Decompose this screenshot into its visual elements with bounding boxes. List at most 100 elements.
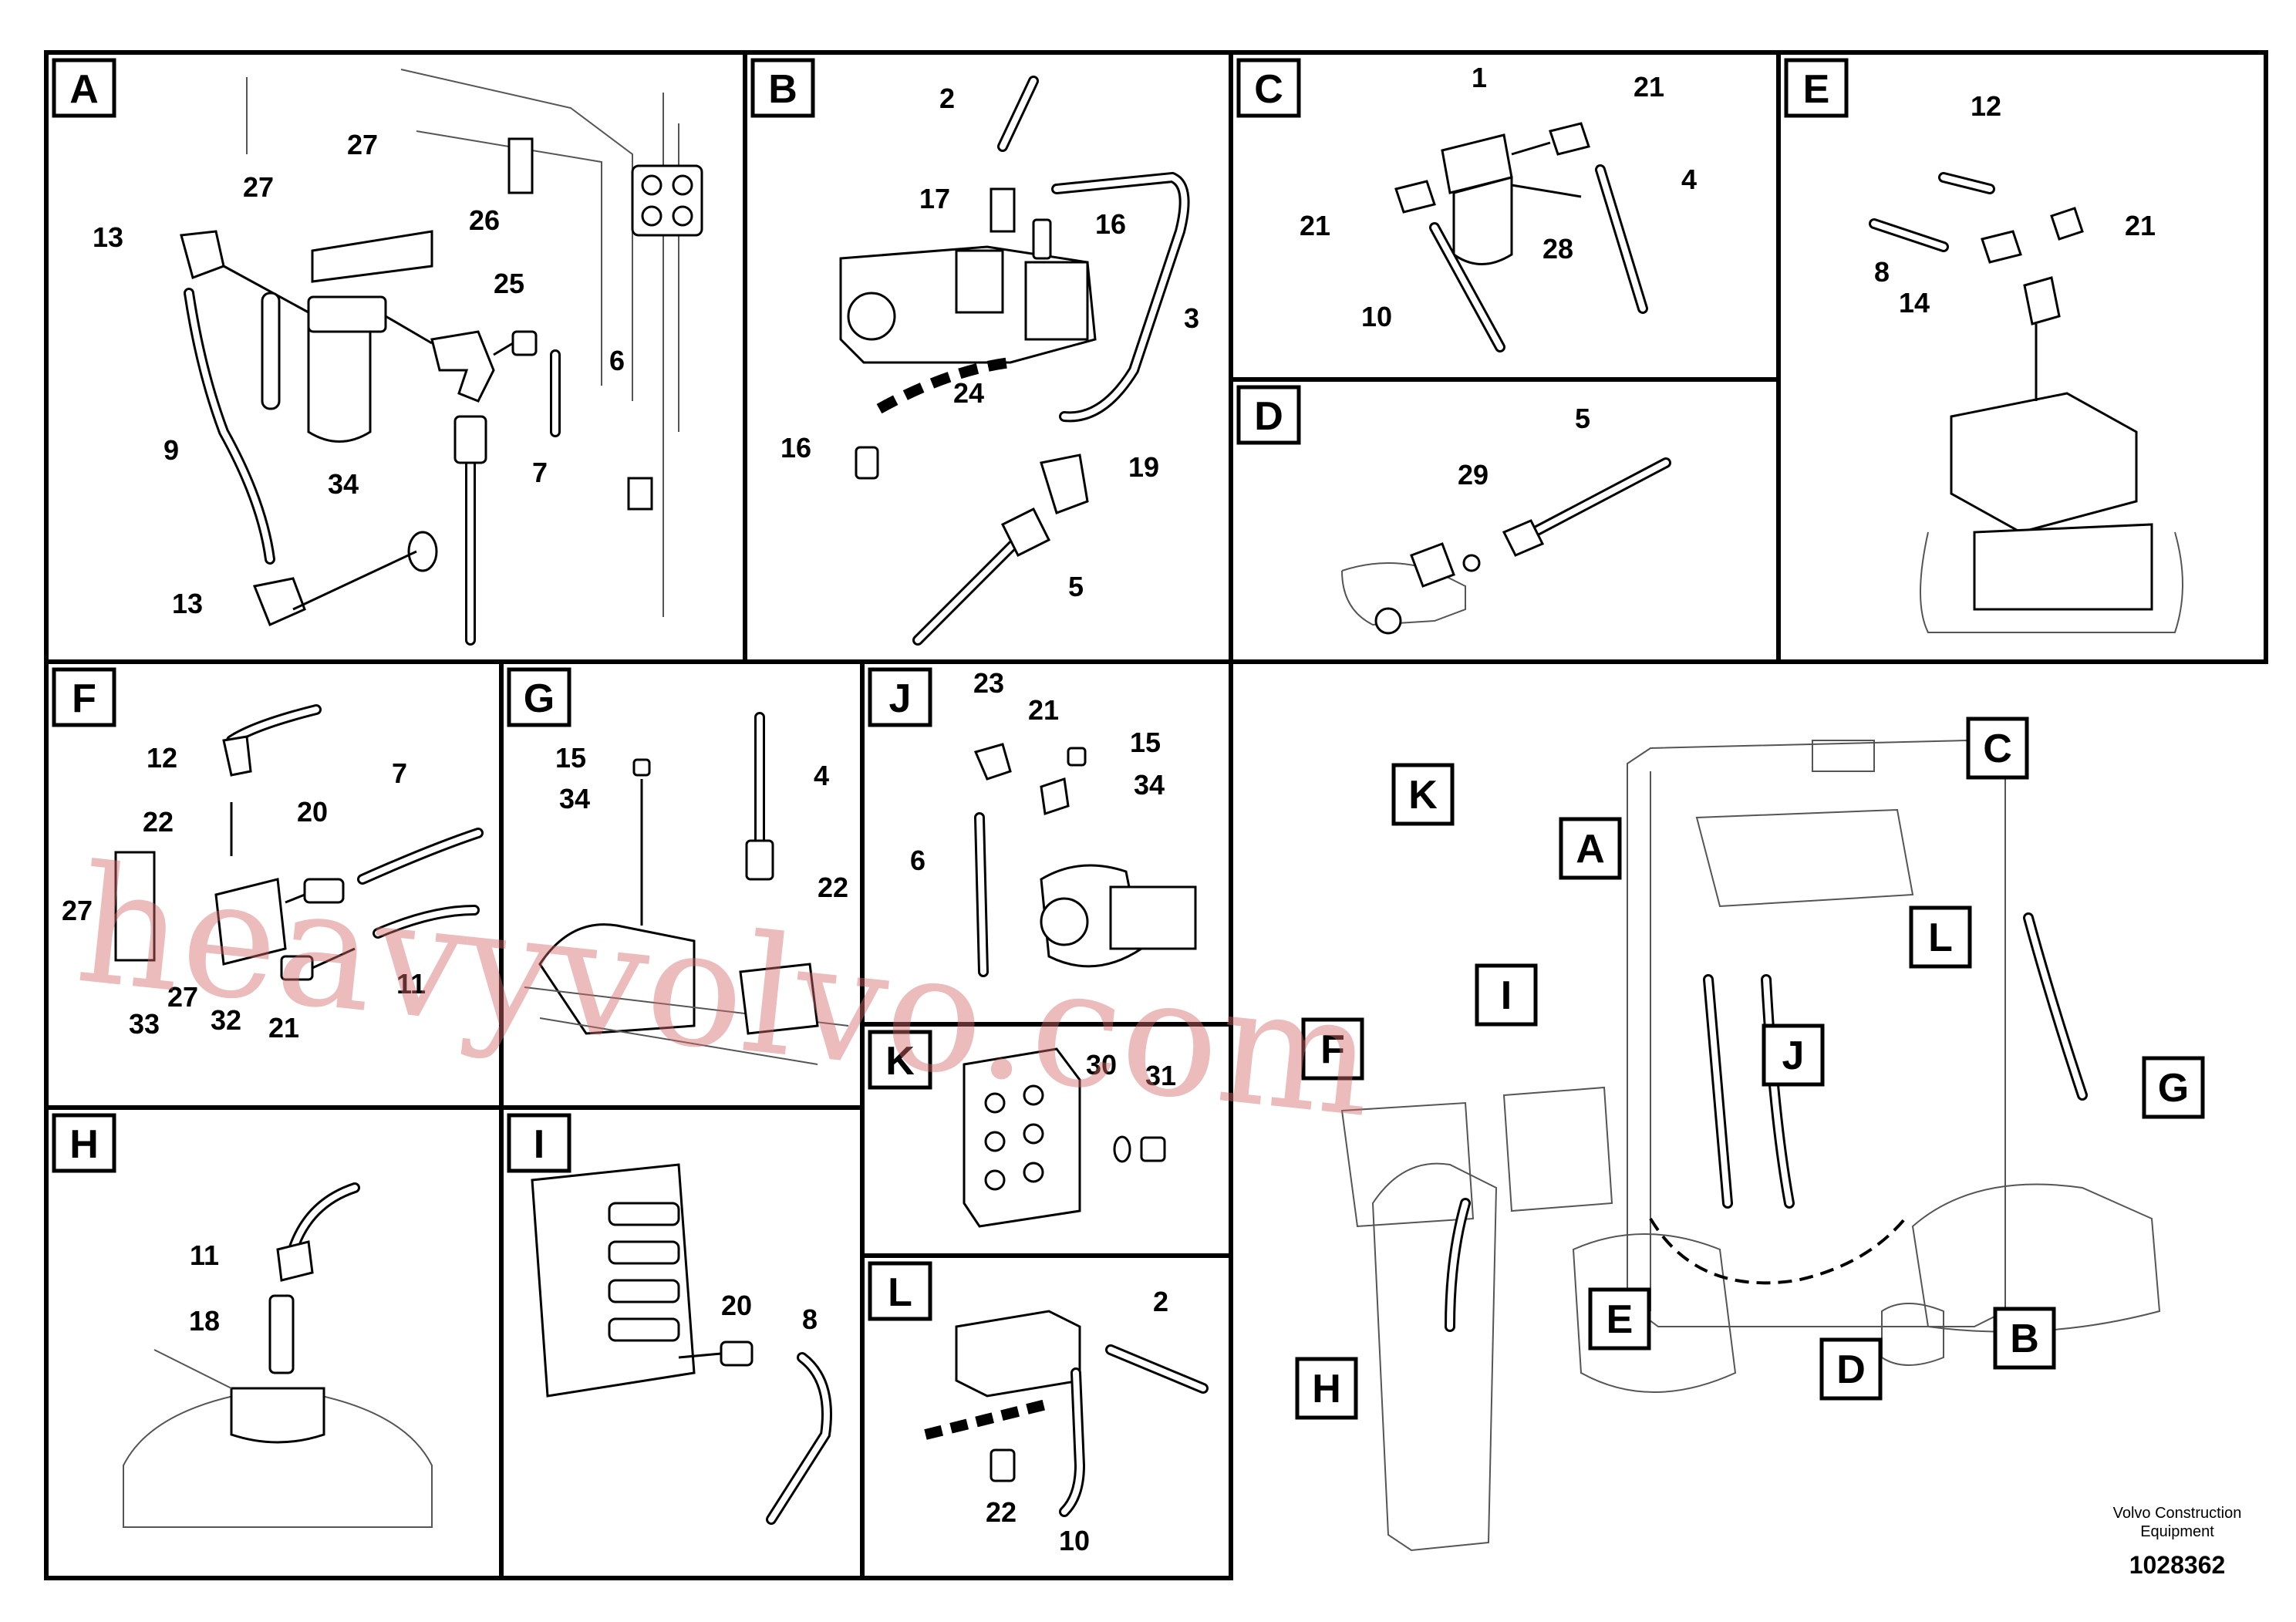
overview-label-i: I	[1475, 963, 1538, 1027]
callout-number: 23	[973, 667, 1004, 699]
overview-label-letter: L	[1928, 916, 1953, 960]
panel-a: A	[44, 50, 747, 664]
overview-label-box	[1588, 1287, 1651, 1351]
callout-number: 30	[1086, 1049, 1117, 1081]
panel-i: I	[499, 1105, 865, 1580]
panel-j: J	[860, 659, 1233, 1027]
callout-number: 7	[392, 757, 407, 789]
callout-number: 21	[1028, 694, 1059, 726]
callout-number: 16	[781, 432, 811, 464]
overview-label-box	[1295, 1357, 1358, 1420]
panel-letter: I	[534, 1122, 544, 1167]
panel-h-artwork	[123, 1182, 433, 1528]
callout-number: 25	[494, 268, 524, 299]
panel-letter: A	[69, 67, 99, 112]
callout-number: 17	[919, 183, 950, 214]
brand-line-2: Equipment	[2140, 1523, 2214, 1540]
callout-number: 22	[986, 1496, 1017, 1528]
callout-number: 2	[939, 83, 955, 114]
overview-label-letter: F	[1320, 1027, 1345, 1072]
panel-d: D	[1229, 377, 1781, 664]
panel-letter-box	[507, 1113, 571, 1173]
panel-d-artwork	[1341, 457, 1671, 635]
callout-number: 9	[164, 434, 179, 466]
callout-number: 4	[1681, 164, 1697, 195]
overview-label-letter: G	[2158, 1066, 2189, 1111]
overview-label-box	[1966, 717, 2029, 780]
overview-label-box	[1475, 963, 1538, 1027]
callout-number: 13	[93, 221, 123, 253]
overview-label-h: H	[1295, 1357, 1358, 1420]
document-number: 1028362	[2129, 1551, 2226, 1579]
overview-label-letter: B	[2010, 1317, 2039, 1361]
panel-letter-box	[750, 58, 815, 118]
callout-number: 15	[555, 742, 586, 774]
callout-number: 21	[1300, 210, 1330, 241]
callout-number: 10	[1059, 1525, 1090, 1556]
panel-e: E	[1776, 50, 2268, 664]
callout-number: 1	[1472, 62, 1487, 93]
panel-e-artwork	[1869, 172, 2183, 633]
callout-number: 20	[721, 1290, 752, 1321]
callout-number: 33	[129, 1008, 160, 1040]
callout-number: 6	[609, 345, 625, 376]
callout-number: 8	[802, 1303, 818, 1335]
panel-b-artwork	[839, 76, 1190, 646]
callout-number: 2	[1153, 1286, 1168, 1317]
overview-label-e: E	[1588, 1287, 1651, 1351]
panel-a-artwork	[180, 69, 703, 646]
callout-number: 29	[1458, 459, 1489, 491]
callout-number: 11	[190, 1239, 219, 1271]
callout-number: 11	[396, 968, 426, 1000]
callout-number: 15	[1130, 727, 1161, 758]
overview-label-letter: K	[1408, 773, 1438, 818]
overview-label-letter: A	[1576, 827, 1605, 872]
panel-letter: B	[768, 67, 797, 112]
panel-letter-box	[868, 667, 932, 727]
callout-number: 21	[2125, 210, 2156, 241]
callout-number: 4	[814, 760, 829, 791]
callout-number: 18	[189, 1305, 220, 1337]
callout-number: 8	[1874, 256, 1890, 288]
overview-letter-boxes: K A C L I F J G E B D H	[1295, 717, 2205, 1420]
callout-number: 21	[268, 1012, 299, 1044]
overview-label-letter: J	[1782, 1034, 1805, 1078]
callout-number: 27	[347, 129, 378, 160]
overview-label-box	[1762, 1023, 1825, 1087]
callout-number: 6	[910, 845, 925, 876]
callout-number: 5	[1575, 403, 1590, 434]
callout-number: 22	[143, 806, 174, 838]
callout-number: 12	[1971, 90, 2001, 122]
overview-artwork	[1340, 739, 2161, 1552]
callout-number: 28	[1542, 233, 1573, 265]
panel-j-artwork	[973, 743, 1197, 977]
watermark-text: heavyvolvo.com	[69, 830, 1382, 1154]
callout-number: 26	[469, 204, 500, 236]
panel-letter: G	[524, 676, 555, 721]
brand-line-1: Volvo Construction	[2113, 1505, 2242, 1522]
panel-k-artwork	[963, 1047, 1166, 1228]
panel-letter: C	[1254, 67, 1283, 112]
panel-letter-box	[868, 1261, 932, 1321]
callout-number: 24	[953, 377, 984, 409]
callout-number: 19	[1128, 451, 1159, 483]
panel-letter-box	[52, 1113, 116, 1173]
panel-letter: E	[1803, 67, 1830, 112]
overview-label-c: C	[1966, 717, 2029, 780]
overview-label-box	[1819, 1337, 1883, 1401]
panel-frames: A B C D E F G J K L H I	[44, 50, 2268, 1580]
overview-label-letter: H	[1312, 1367, 1341, 1411]
overview-label-b: B	[1993, 1307, 2056, 1370]
callout-number: 13	[172, 588, 203, 619]
overview-label-a: A	[1559, 817, 1622, 880]
overview-label-d: D	[1819, 1337, 1883, 1401]
overview-label-l: L	[1909, 905, 1972, 969]
panel-l-artwork	[924, 1310, 1209, 1517]
callout-number: 10	[1361, 301, 1392, 332]
panel-border	[1776, 50, 2268, 664]
panel-letter-box	[507, 667, 571, 727]
callout-number: 21	[1633, 71, 1664, 103]
panel-g-artwork	[524, 712, 849, 1065]
